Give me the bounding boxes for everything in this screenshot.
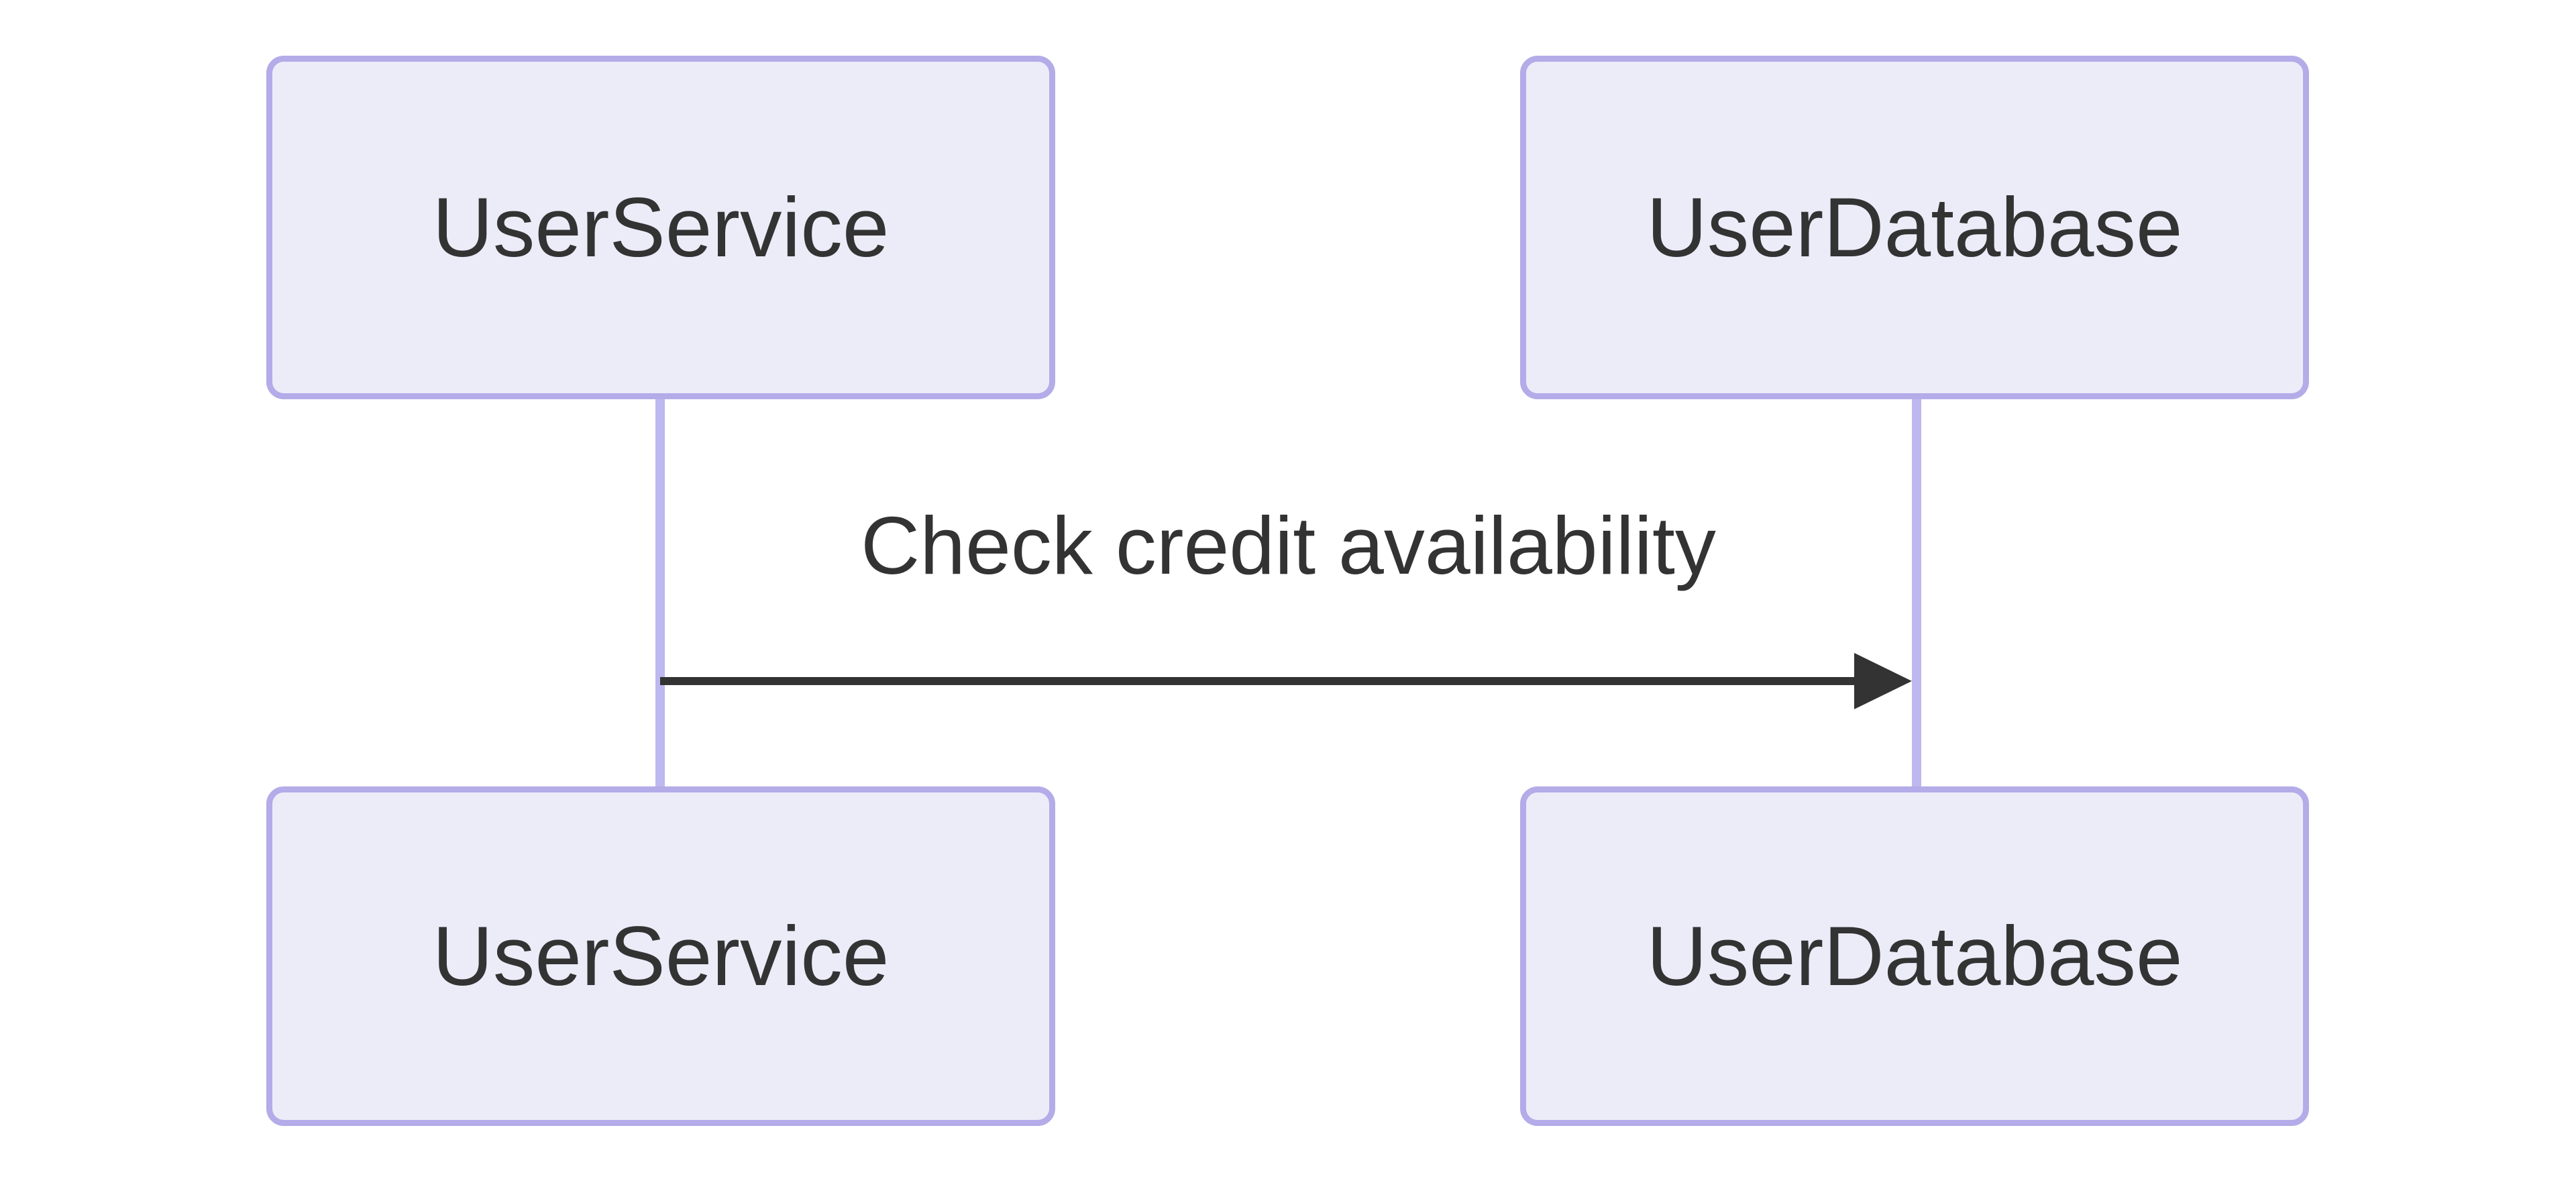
actor-box-top-userdatabase: UserDatabase: [1520, 56, 2309, 399]
actor-label-userdatabase-top: UserDatabase: [1646, 181, 2183, 274]
actor-box-bottom-userservice: UserService: [266, 786, 1055, 1126]
actor-box-bottom-userdatabase: UserDatabase: [1520, 786, 2309, 1126]
message-label: Check credit availability: [861, 500, 1716, 591]
actor-label-userservice-bottom: UserService: [432, 909, 890, 1003]
message-arrowhead-icon: [1854, 653, 1912, 709]
lifeline-userdatabase: [1912, 399, 1921, 786]
actor-label-userservice-top: UserService: [432, 181, 890, 274]
lifeline-userservice: [655, 399, 665, 786]
message-arrow-line: [660, 677, 1861, 685]
actor-box-top-userservice: UserService: [266, 56, 1055, 399]
actor-label-userdatabase-bottom: UserDatabase: [1646, 909, 2183, 1003]
